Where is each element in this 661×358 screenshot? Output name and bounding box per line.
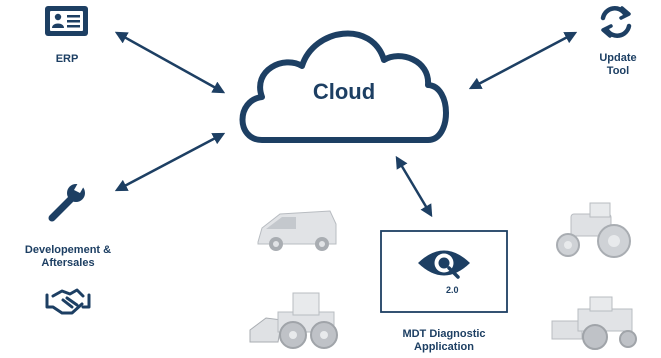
development-label-line1: Developement &: [24, 244, 112, 256]
arrow-update-cloud: [468, 31, 578, 90]
version-label: 2.0: [446, 285, 459, 295]
arrow-dev-cloud: [114, 132, 226, 192]
cloud-label: Cloud: [312, 79, 376, 104]
wrench-icon: [48, 183, 85, 222]
erp-label-text: ERP: [55, 53, 79, 65]
development-label: Developement & Aftersales: [8, 244, 128, 270]
eye-logo-icon: [418, 250, 470, 279]
cloud-shape: [239, 30, 449, 143]
handshake-icon: [45, 288, 91, 315]
arrow-mdt-cloud: [395, 155, 433, 218]
mdt-label-line1: MDT Diagnostic: [402, 328, 486, 340]
id-card-icon: [45, 6, 88, 36]
update-tool-label-line1: Update: [599, 52, 637, 64]
update-tool-label: Update Tool: [588, 52, 648, 78]
sync-arrows-icon: [600, 6, 632, 38]
tractor-image: [556, 202, 631, 258]
combine-harvester-image: [551, 296, 637, 350]
mdt-label: MDT Diagnostic Application: [384, 328, 504, 354]
mdt-label-line2: Application: [414, 341, 474, 353]
erp-label: ERP: [47, 53, 87, 66]
van-image: [257, 210, 337, 251]
arrow-erp-cloud: [114, 31, 226, 94]
update-tool-label-line2: Tool: [606, 65, 630, 77]
wheel-loader-image: [249, 292, 338, 349]
development-label-line2: Aftersales: [41, 257, 95, 269]
